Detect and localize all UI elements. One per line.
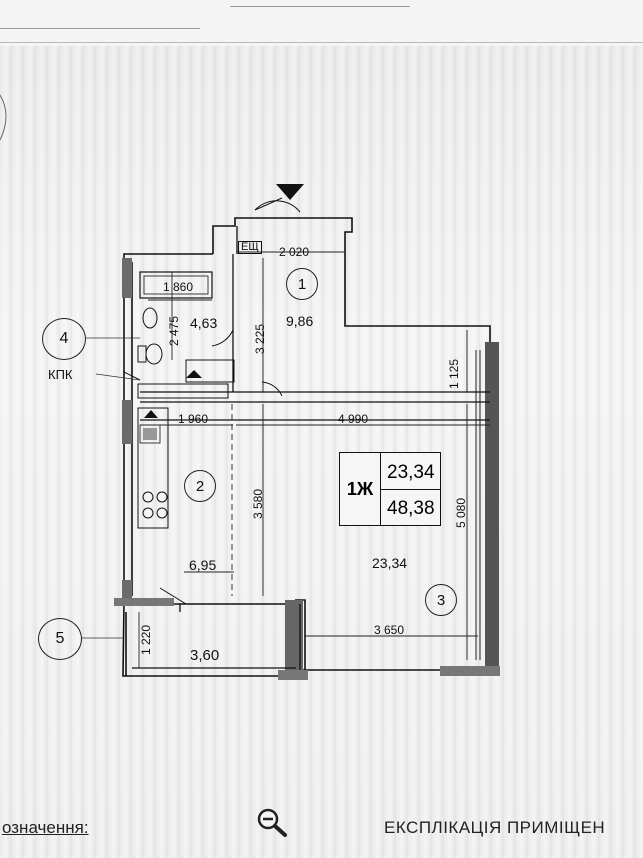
room-3-marker: 3 [425, 584, 457, 616]
zoom-out-icon[interactable] [256, 807, 290, 837]
marker-4-label: КПК [48, 367, 73, 382]
explication-title: ЕКСПЛІКАЦІЯ ПРИМІЩЕН [384, 818, 606, 837]
dim-3580: 3 580 [251, 488, 265, 519]
room-1-marker: 1 [286, 268, 318, 300]
dim-1220: 1 220 [139, 624, 153, 655]
dim-3225: 3 225 [253, 323, 267, 354]
dim-4990: 4 990 [338, 412, 369, 426]
total-area-value: 48,38 [387, 498, 435, 519]
legend-label: означення: [2, 818, 89, 837]
room-1-area: 9,86 [286, 313, 314, 329]
marker-4: 4 [42, 318, 86, 360]
bathroom-area: 4,63 [190, 315, 218, 331]
balcony-area: 3,60 [190, 647, 220, 664]
marker-5: 5 [38, 618, 82, 660]
dim-1860: 1 860 [163, 280, 194, 294]
dim-3650: 3 650 [374, 623, 405, 637]
dim-1125: 1 125 [447, 358, 461, 389]
apartment-summary-box: 1Ж 23,34 48,38 [339, 452, 441, 526]
shaft-label: ЕЩ [238, 241, 262, 254]
room-2-area: 6,95 [189, 557, 217, 573]
dim-1960: 1 960 [178, 412, 209, 426]
living-area-value: 23,34 [387, 462, 435, 483]
apartment-code: 1Ж [340, 453, 381, 525]
dim-5080: 5 080 [454, 497, 468, 528]
room-2-marker: 2 [184, 470, 216, 502]
dim-2475: 2 475 [167, 315, 181, 346]
entrance-arrow-icon [276, 184, 304, 200]
dim-2020: 2 020 [279, 245, 310, 259]
room-3-area: 23,34 [372, 555, 408, 571]
sheet-top-edge [0, 0, 643, 46]
